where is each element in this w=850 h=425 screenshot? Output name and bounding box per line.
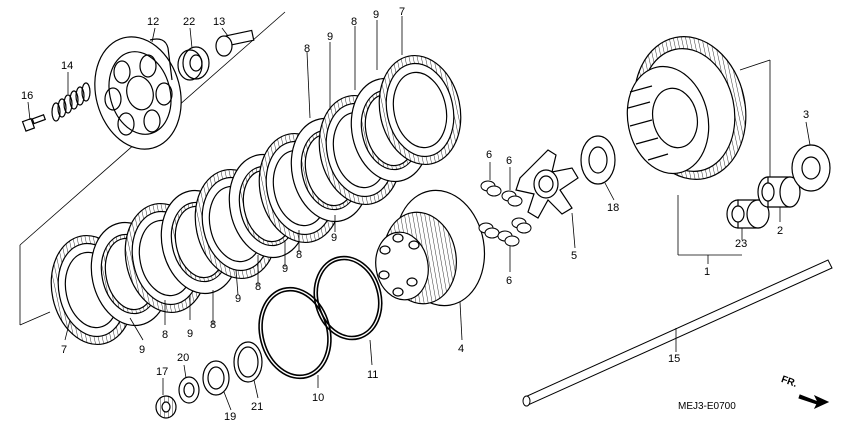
- callout-5: 5: [571, 250, 577, 262]
- callout-7-rear: 7: [399, 6, 405, 18]
- callout-6-b: 6: [506, 155, 512, 167]
- callout-9-b: 9: [187, 328, 193, 340]
- bearing-22: [178, 47, 209, 80]
- clutch-disc-stack: [41, 48, 470, 352]
- callout-17: 17: [156, 366, 168, 378]
- pressure-plate-12: [83, 27, 194, 159]
- callout-6-a: 6: [486, 149, 492, 161]
- damper-plate-5: [516, 150, 578, 218]
- clutch-center-4: [370, 183, 493, 313]
- callout-16: 16: [21, 90, 33, 102]
- callout-18: 18: [607, 202, 619, 214]
- callout-9-d: 9: [282, 263, 288, 275]
- callout-10: 10: [312, 392, 324, 404]
- collar-2: [758, 177, 800, 207]
- callout-14: 14: [61, 60, 73, 72]
- callout-4: 4: [458, 343, 464, 355]
- callout-9-c: 9: [235, 293, 241, 305]
- callout-9-f: 9: [327, 31, 333, 43]
- callout-15: 15: [668, 353, 680, 365]
- bolt-16: [23, 115, 46, 131]
- spring-14: [52, 83, 90, 121]
- callout-12: 12: [147, 16, 159, 28]
- thrust-washer-18: [581, 136, 615, 184]
- front-direction-arrow-icon: [798, 394, 830, 410]
- callout-21: 21: [251, 401, 263, 413]
- seat-ring-11: [305, 249, 390, 347]
- callout-22: 22: [183, 16, 195, 28]
- callout-8-c: 8: [255, 281, 261, 293]
- callout-9-a: 9: [139, 344, 145, 356]
- callout-19: 19: [224, 411, 236, 423]
- callout-11: 11: [367, 369, 378, 381]
- callout-13: 13: [213, 16, 225, 28]
- callout-20: 20: [177, 352, 189, 364]
- damper-springs-6: [479, 181, 531, 246]
- lock-nut-17: [156, 396, 176, 418]
- spring-ring-10: [249, 280, 340, 387]
- clutch-outer-1: [618, 26, 759, 190]
- callout-8-a: 8: [162, 329, 168, 341]
- friction-disc-7-rear: [369, 48, 470, 172]
- direction-label: FR.: [780, 374, 799, 390]
- callout-6-c: 6: [506, 275, 512, 287]
- needle-bearing-23: [727, 200, 769, 228]
- callout-8-d: 8: [296, 249, 302, 261]
- washer-21: [234, 342, 262, 382]
- callout-8-b: 8: [210, 319, 216, 331]
- callout-1: 1: [704, 266, 710, 278]
- callout-8-f: 8: [351, 16, 357, 28]
- bolt-13: [216, 30, 254, 56]
- washer-19: [203, 361, 229, 395]
- callout-9-e: 9: [331, 232, 337, 244]
- leader-lines: [27, 16, 811, 411]
- callout-7-front: 7: [61, 344, 67, 356]
- washer-20: [179, 377, 199, 403]
- diagram-code: MEJ3-E0700: [678, 401, 736, 412]
- callout-9-g: 9: [373, 9, 379, 21]
- callout-labels: 12 22 13 14 16 7 9 8 9 8 9 8 9 8 9 8 9 8…: [21, 6, 809, 423]
- callout-2: 2: [777, 225, 783, 237]
- thrust-washer-3: [792, 145, 830, 191]
- callout-8-e: 8: [304, 43, 310, 55]
- callout-3: 3: [803, 109, 809, 121]
- callout-23: 23: [735, 238, 747, 250]
- shaft-15: [523, 260, 832, 406]
